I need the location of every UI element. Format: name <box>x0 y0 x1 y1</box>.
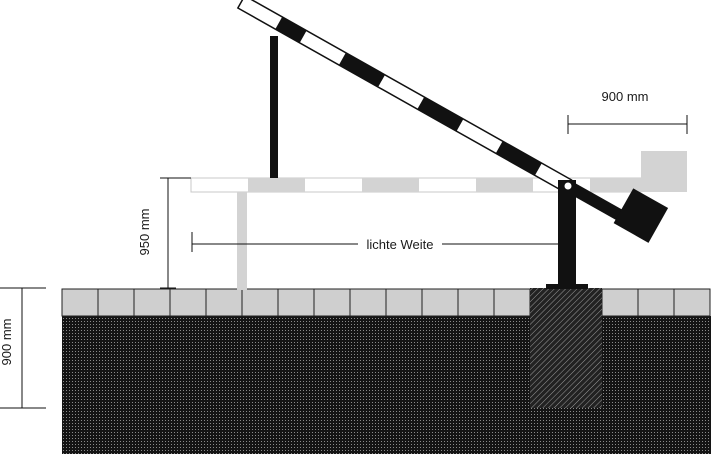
paving-stone <box>133 288 171 317</box>
paving-stone <box>61 288 99 317</box>
ground-soil <box>62 316 711 454</box>
barrier-post <box>546 180 588 289</box>
foundation <box>530 288 602 408</box>
paving-stone <box>169 288 207 317</box>
paving-stone <box>493 288 531 317</box>
raised-barrier <box>236 0 669 243</box>
lowered-barrier <box>190 151 687 290</box>
dimension-foundation-depth <box>0 287 46 409</box>
dimension-lower-width <box>567 115 688 134</box>
paving-stone <box>457 288 495 317</box>
paving-stone <box>673 288 711 317</box>
paving-stone <box>241 288 279 317</box>
paving-stone <box>637 288 675 317</box>
dimension-clear-width <box>191 232 558 252</box>
paving-stone <box>421 288 459 317</box>
dimension-arm-height <box>160 177 191 289</box>
paving-stone <box>313 288 351 317</box>
label-arm-height: 950 mm <box>137 209 152 256</box>
paving-stone <box>385 288 423 317</box>
label-lower-width: 900 mm <box>602 89 649 104</box>
paving-stone <box>277 288 315 317</box>
paving-stone <box>97 288 135 317</box>
label-foundation-depth: 900 mm <box>0 319 14 366</box>
label-clear-width: lichte Weite <box>367 237 434 252</box>
paving-stone <box>349 288 387 317</box>
paving-row <box>61 288 711 317</box>
paving-stone <box>601 288 639 317</box>
paving-stone <box>205 288 243 317</box>
